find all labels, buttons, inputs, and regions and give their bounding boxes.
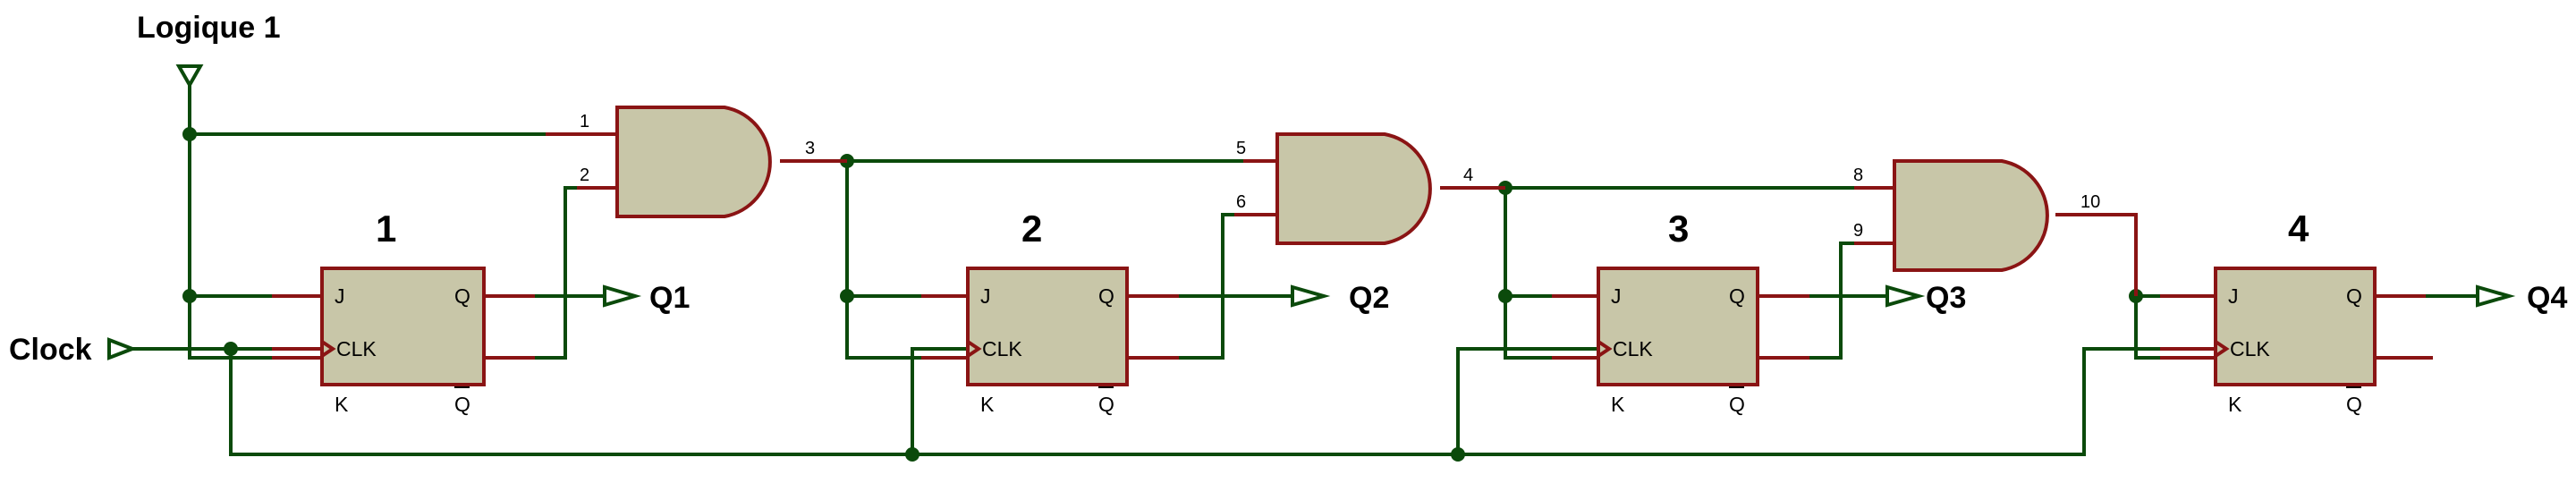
output-q4: Q4	[2476, 281, 2567, 315]
junction-dot	[840, 289, 854, 303]
flip-flop-body	[966, 267, 1129, 386]
pin-wires	[2160, 294, 2433, 360]
output-terminal-icon	[1885, 284, 1926, 308]
wire-clock-bus-ff4	[1456, 347, 2162, 456]
pin-number: 1	[580, 112, 589, 131]
junction-dot	[1498, 289, 1513, 303]
and-gate-3: 8 9 10	[1853, 159, 2138, 296]
pin-q-label: Q	[1098, 284, 1114, 308]
pin-k-label: K	[2228, 393, 2242, 416]
pin-number: 4	[1463, 165, 1473, 185]
flip-flop-number: 3	[1668, 208, 1689, 250]
pin-wires	[1234, 159, 1505, 216]
pin-number: 6	[1236, 192, 1246, 212]
pin-clk-label: CLK	[336, 337, 377, 360]
flip-flop-4: 4 J CLK K Q Q	[2160, 208, 2433, 416]
logic-high-terminal: Logique 1	[137, 11, 281, 89]
pin-j-label: J	[335, 284, 345, 308]
logic-high-label: Logique 1	[137, 11, 281, 45]
pin-wires	[921, 294, 1179, 360]
wires	[131, 83, 2479, 456]
and-gate-2: 5 6 4	[1234, 132, 1505, 245]
wire-clock-ff2	[911, 347, 970, 456]
output-label: Q4	[2527, 281, 2567, 315]
pin-wires	[546, 132, 847, 190]
pin-k-label: K	[1611, 393, 1625, 416]
flip-flop-2: 2 J CLK K Q Q	[921, 208, 1179, 416]
output-q3: Q3	[1885, 281, 1966, 315]
junction-dot	[182, 127, 197, 141]
pin-j-label: J	[980, 284, 991, 308]
pin-wires	[1552, 294, 1809, 360]
flip-flop-body	[320, 267, 486, 386]
and-gate-body	[1275, 132, 1432, 245]
pin-j-label: J	[2228, 284, 2239, 308]
wire-q2bar-to-and2	[1177, 213, 1236, 360]
flip-flop-3: 3 J CLK K Q Q	[1552, 208, 1809, 416]
clock-triangle-icon	[2214, 340, 2230, 358]
flip-flop-1: 1 J CLK K Q Q	[272, 208, 535, 416]
wire-q1bar-to-and1	[533, 186, 579, 360]
pin-number: 9	[1853, 221, 1863, 241]
junctions	[182, 127, 2143, 462]
junction-dot	[905, 447, 919, 462]
pin-q-label: Q	[454, 284, 470, 308]
junction-dot	[1451, 447, 1465, 462]
pin-qbar-label: Q	[1098, 393, 1114, 416]
pin-clk-label: CLK	[2230, 337, 2270, 360]
clock-triangle-icon	[320, 340, 336, 358]
flip-flop-body	[2214, 267, 2377, 386]
output-label: Q3	[1926, 281, 1966, 315]
output-label: Q1	[649, 281, 690, 315]
pin-number: 8	[1853, 165, 1863, 185]
clock-label: Clock	[9, 333, 92, 367]
and-gate-body	[1893, 159, 2049, 272]
pin-number: 10	[2080, 192, 2100, 212]
and-gate-1: 1 2 3	[546, 106, 847, 218]
wire-net3-to-ff2	[845, 159, 923, 360]
pin-wires	[1854, 186, 2138, 296]
and-gate-body	[615, 106, 772, 218]
output-label: Q2	[1349, 281, 1389, 315]
output-terminal-icon	[1291, 284, 1331, 308]
output-q2: Q2	[1291, 281, 1389, 315]
flip-flop-number: 2	[1021, 208, 1042, 250]
output-terminal-icon	[2476, 284, 2516, 308]
wire-q3bar-to-and3	[1808, 242, 1856, 360]
wire-clock-ff3	[1456, 347, 1598, 411]
pin-qbar-label: Q	[1729, 393, 1745, 416]
junction-dot	[182, 289, 197, 303]
pin-number: 2	[580, 165, 589, 185]
output-q1: Q1	[603, 281, 690, 315]
junction-dot	[224, 342, 238, 356]
clock-terminal-icon	[107, 337, 138, 360]
pin-k-label: K	[335, 393, 349, 416]
wire-net10	[2134, 294, 2162, 360]
flip-flop-number: 1	[376, 208, 396, 250]
pin-clk-label: CLK	[1613, 337, 1653, 360]
wire-net4-to-ff3	[1504, 186, 1554, 360]
clock-triangle-icon	[1597, 340, 1613, 358]
pin-k-label: K	[980, 393, 995, 416]
pin-qbar-label: Q	[454, 393, 470, 416]
pin-q-label: Q	[2346, 284, 2362, 308]
output-terminal-icon	[603, 284, 642, 308]
pin-wires	[272, 294, 535, 360]
clock-triangle-icon	[966, 340, 982, 358]
clock-terminal: Clock	[9, 333, 138, 367]
wire-logic-rail	[188, 83, 319, 360]
flip-flop-body	[1597, 267, 1759, 386]
pin-qbar-label: Q	[2346, 393, 2362, 416]
pin-j-label: J	[1611, 284, 1622, 308]
pin-number: 3	[805, 139, 815, 158]
wire-clock-bus	[229, 347, 1460, 456]
pin-q-label: Q	[1729, 284, 1745, 308]
pin-clk-label: CLK	[982, 337, 1022, 360]
flip-flop-number: 4	[2288, 208, 2309, 250]
input-terminal-icon	[175, 64, 204, 89]
pin-number: 5	[1236, 139, 1246, 158]
